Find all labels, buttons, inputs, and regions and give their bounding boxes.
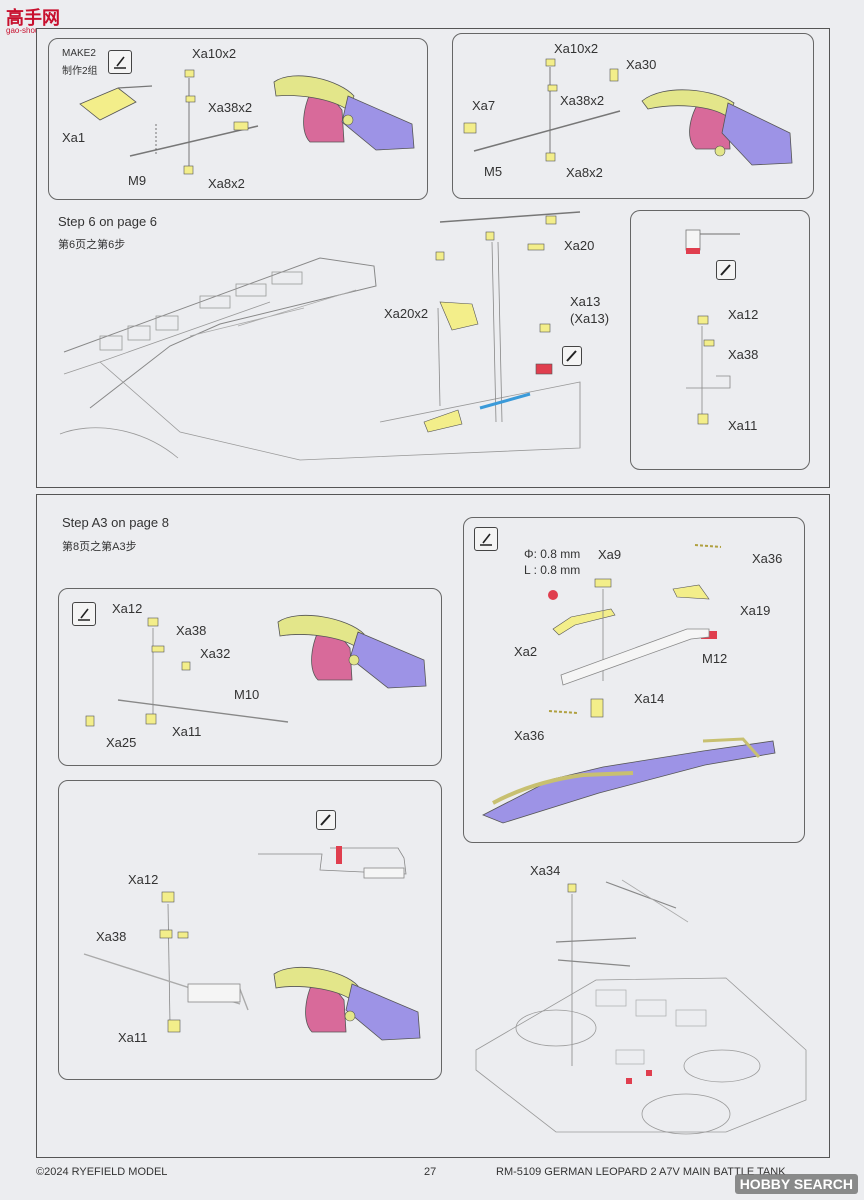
part-xa13-label: Xa13 [570, 294, 601, 309]
part-m12-label: M12 [702, 651, 728, 666]
watermark-logo: 高手网 [6, 8, 60, 28]
part-xa12-d2-label: Xa12 [128, 872, 159, 887]
watermark-url: gao-shou.com [6, 26, 57, 35]
panel-d3-drawing [482, 544, 776, 824]
part-xa8b-label: Xa8x2 [566, 165, 603, 180]
panel-a-drawing [79, 69, 415, 175]
glue-icon [108, 50, 132, 74]
panel-c-inset-drawing [685, 229, 740, 425]
step-6-label-cn: 第6页之第6步 [58, 239, 126, 251]
part-xa12-label: Xa12 [728, 307, 759, 322]
panel-d1-drawing [85, 614, 427, 727]
part-xa30-label: Xa30 [626, 57, 657, 72]
part-xa25-label: Xa25 [106, 735, 137, 750]
part-xa8-label: Xa8x2 [208, 176, 245, 191]
step-a3-label-cn: 第8页之第A3步 [62, 541, 137, 553]
part-xa36b-label: Xa36 [514, 728, 545, 743]
part-xa9-label: Xa9 [598, 547, 622, 562]
panel-c-hull-drawing [59, 211, 581, 461]
page-number: 27 [424, 1166, 437, 1178]
glue-icon-d3 [474, 527, 498, 551]
part-xa1-label: Xa1 [62, 130, 86, 145]
wire-diameter-label: Φ: 0.8 mm [524, 547, 581, 561]
part-xa34-label: Xa34 [530, 863, 561, 878]
wire-length-label: L : 0.8 mm [524, 563, 581, 577]
part-xa38-label: Xa38x2 [208, 100, 253, 115]
part-xa11-d2-label: Xa11 [118, 1030, 148, 1045]
part-xa10b-label: Xa10x2 [554, 41, 599, 56]
glue-icon-d1 [72, 602, 96, 626]
part-m5-label: M5 [484, 164, 503, 179]
product-title: RM-5109 GERMAN LEOPARD 2 A7V MAIN BATTLE… [496, 1166, 786, 1178]
part-m9-label: M9 [128, 173, 147, 188]
copyright: ©2024 RYEFIELD MODEL [36, 1166, 168, 1178]
part-xa10-label: Xa10x2 [192, 46, 237, 61]
part-xa11-label: Xa11 [728, 418, 758, 433]
part-xa38-d1-label: Xa38 [176, 623, 207, 638]
part-xa11-d1-label: Xa11 [172, 724, 202, 739]
part-xa20x2-label: Xa20x2 [384, 306, 429, 321]
cut-icon [562, 346, 582, 366]
panel-c-inset [630, 210, 810, 470]
part-xa38b-label: Xa38x2 [560, 93, 605, 108]
step-6-label: Step 6 on page 6 [58, 214, 158, 229]
step-a3-label: Step A3 on page 8 [62, 515, 169, 530]
part-xa20-label: Xa20 [564, 238, 595, 253]
cut-icon-inset [716, 260, 736, 280]
part-xa38c-label: Xa38 [728, 347, 759, 362]
part-xa38-d2-label: Xa38 [96, 929, 127, 944]
hobby-search-badge: HOBBY SEARCH [734, 1174, 858, 1194]
part-xa14-label: Xa14 [634, 691, 665, 706]
make-label: MAKE2 [62, 48, 96, 59]
part-xa13b-label: (Xa13) [570, 311, 610, 326]
part-m10-label: M10 [234, 687, 260, 702]
panel-b-drawing [463, 58, 793, 166]
part-xa2-label: Xa2 [514, 644, 538, 659]
part-xa19-label: Xa19 [740, 603, 771, 618]
make-label-cn: 制作2组 [62, 66, 98, 77]
panel-d2-drawing [83, 846, 421, 1041]
part-xa7-label: Xa7 [472, 98, 496, 113]
floor-assembly-drawing [475, 879, 807, 1135]
part-xa36-label: Xa36 [752, 551, 783, 566]
part-xa12-d1-label: Xa12 [112, 601, 143, 616]
cut-icon-d2 [316, 810, 336, 830]
part-xa32-label: Xa32 [200, 646, 231, 661]
